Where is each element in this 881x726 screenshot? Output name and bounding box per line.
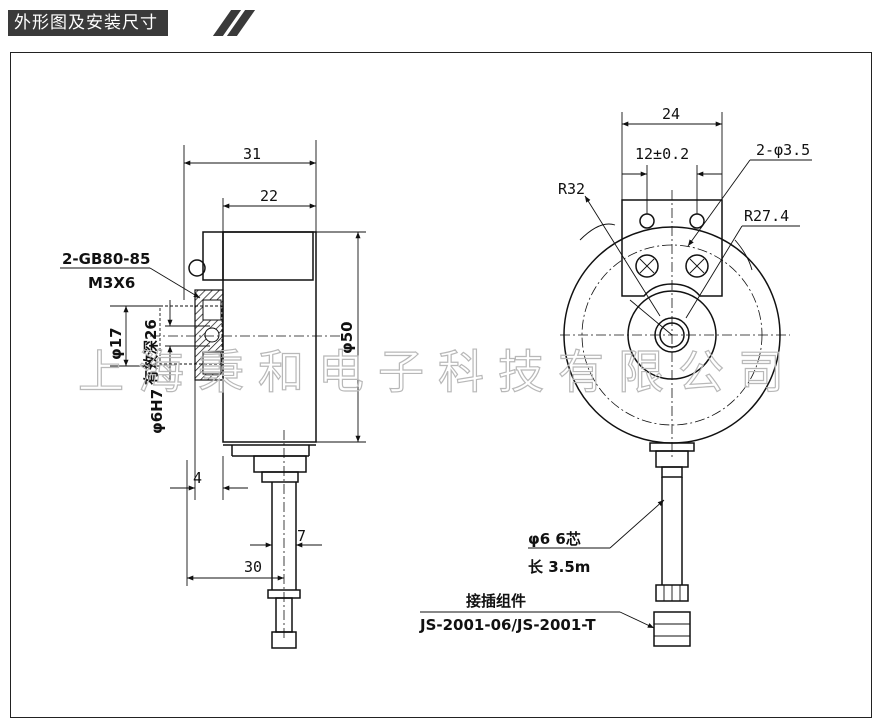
cable-gland: [655, 450, 689, 468]
section-header: 外形图及安装尺寸: [8, 10, 168, 36]
watermark: 上海秉和电子科技有限公司: [78, 345, 798, 399]
mount-hole: [639, 213, 655, 229]
bracket-plate: [621, 199, 723, 297]
mount-hole: [689, 213, 705, 229]
screw-spec-2: M3X6: [88, 274, 135, 292]
cable-length: 长 3.5m: [528, 558, 590, 576]
dim-22: 22: [260, 187, 278, 205]
side-view: 31 22 2-GB80-85 M3X6 φ17 有效深26 φ6H7 φ50 …: [60, 140, 366, 649]
connector-model: JS-2001-06/JS-2001-T: [419, 616, 596, 634]
dim-4: 4: [193, 469, 202, 487]
dim-30: 30: [244, 558, 262, 576]
encoder-body: [222, 231, 317, 443]
dim-24: 24: [662, 105, 680, 123]
dim-phi50: φ50: [338, 321, 356, 354]
dim-phi6h7: φ6H7: [148, 389, 166, 434]
dim-12: 12±0.2: [635, 145, 689, 163]
cable-gland: [253, 455, 307, 473]
cable-spec: φ6 6芯: [528, 530, 581, 548]
screw-spec-1: 2-GB80-85: [62, 250, 150, 268]
dim-phi17: φ17: [107, 327, 125, 360]
dim-7: 7: [297, 527, 306, 545]
drawing-frame: [10, 52, 872, 718]
dim-r32: R32: [558, 180, 585, 198]
screw-head: [635, 254, 659, 278]
connector: [271, 631, 297, 649]
section-title: 外形图及安装尺寸: [8, 10, 168, 36]
front-view: 24 12±0.2 2-φ3.5 R32 R27.4 φ6 6芯 长 3.5m …: [419, 105, 812, 647]
mounting-bracket: [202, 231, 314, 281]
screw-head: [685, 254, 709, 278]
dim-r274: R27.4: [744, 207, 789, 225]
connector: [653, 611, 691, 647]
connector-title: 接插组件: [466, 592, 526, 610]
dim-holes: 2-φ3.5: [756, 141, 810, 159]
depth-note: 有效深26: [142, 319, 160, 385]
dim-31: 31: [243, 145, 261, 163]
